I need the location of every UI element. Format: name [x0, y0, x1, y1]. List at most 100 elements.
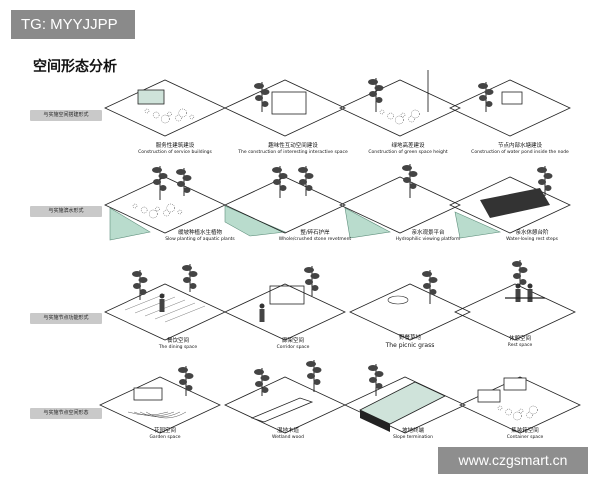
tree-dining-2-canopy — [189, 283, 197, 289]
shrub-aquatic — [155, 206, 160, 212]
tree-platform-canopy — [409, 183, 417, 189]
shrub-green — [395, 115, 404, 125]
tree-dining-1-canopy — [138, 277, 148, 283]
tree-aquatic-2-canopy — [176, 169, 186, 175]
watermark-tag: TG: MYYJJPP — [11, 10, 135, 39]
tree-stone-1-canopy — [273, 179, 281, 185]
tree-dining-1-canopy — [132, 271, 142, 277]
shrub-container — [518, 408, 524, 414]
rester-1-head — [515, 283, 521, 289]
shrub-service — [152, 111, 160, 119]
diner-body — [159, 299, 165, 312]
tree-aquatic-2-canopy — [177, 181, 185, 187]
tree-green-1-canopy — [368, 79, 378, 85]
tree-interactive-canopy — [254, 83, 264, 89]
tree-wetland-1-canopy — [254, 369, 264, 375]
tree-steps-canopy — [543, 173, 553, 179]
tree-garden-canopy — [184, 373, 194, 379]
tree-picnic-canopy — [429, 289, 437, 295]
tree-picnic-canopy — [428, 277, 438, 283]
shrub-aquatic — [132, 203, 138, 209]
shrub-green — [411, 109, 420, 119]
tree-slope-canopy — [369, 377, 377, 383]
shrub-aquatic — [149, 209, 158, 219]
tree-dining-2-canopy — [183, 277, 191, 283]
tree-stone-2-canopy — [305, 185, 313, 191]
dining-grid — [164, 305, 206, 323]
plate-service-buildings — [104, 79, 226, 137]
shrub-service — [175, 114, 182, 122]
water-platform — [344, 207, 391, 239]
tree-pond-canopy — [479, 95, 487, 101]
tree-pond-canopy — [485, 101, 493, 107]
row-label-3: 与实施节点功能形式 — [30, 313, 102, 324]
plate-water-pond — [449, 79, 571, 137]
tree-rest-canopy — [519, 279, 527, 285]
tree-wetland-1-canopy — [261, 387, 269, 393]
tree-rest-canopy — [512, 261, 522, 267]
tree-wetland-2-canopy — [312, 367, 322, 373]
shrub-service — [161, 114, 170, 124]
rester-2-body — [527, 289, 533, 302]
tree-corridor-canopy — [310, 273, 320, 279]
water-aquatic — [109, 207, 151, 241]
plate-picnic — [349, 283, 471, 341]
tree-rest-canopy — [518, 267, 528, 273]
tree-platform-canopy — [403, 177, 411, 183]
tree-platform-canopy — [408, 171, 418, 177]
tree-steps-canopy — [538, 179, 546, 185]
plate-rest — [454, 283, 576, 341]
tree-garden-canopy — [185, 385, 193, 391]
shrub-green — [379, 109, 385, 115]
tree-dining-2-canopy — [182, 265, 192, 271]
shrub-container — [505, 408, 512, 416]
page-title: 空间形态分析 — [33, 59, 117, 75]
walker-head — [259, 303, 265, 309]
dining-grid — [134, 296, 176, 314]
tree-corridor-canopy — [305, 279, 313, 285]
tree-aquatic-1-canopy — [158, 173, 168, 179]
plate-steps — [449, 176, 571, 234]
garden-contour — [127, 411, 169, 416]
watermark-url: www.czgsmart.cn — [438, 447, 588, 474]
shrub-aquatic — [163, 209, 170, 217]
tree-interactive-canopy — [255, 95, 263, 101]
tree-aquatic-1-canopy — [152, 167, 162, 173]
tree-wetland-2-canopy — [306, 361, 316, 367]
tree-aquatic-2-canopy — [183, 187, 191, 193]
slope-edge — [360, 410, 390, 432]
plate-garden — [99, 376, 221, 434]
plate-container — [459, 376, 581, 434]
walker-body — [259, 309, 265, 322]
interactive-pavilion — [271, 91, 307, 115]
tree-wetland-2-canopy — [307, 373, 315, 379]
tree-green-1-canopy — [369, 91, 377, 97]
plate-dining — [104, 283, 226, 341]
garden-contour — [145, 411, 187, 419]
shrub-aquatic — [166, 203, 175, 213]
plate-corridor — [224, 283, 346, 341]
tree-corridor-canopy — [311, 285, 319, 291]
tree-aquatic-1-canopy — [153, 179, 161, 185]
boardwalk — [250, 397, 314, 423]
tree-stone-1-canopy — [279, 185, 287, 191]
tree-steps-canopy — [537, 167, 547, 173]
shrub-service — [144, 108, 150, 114]
diner-head — [159, 293, 165, 299]
tree-stone-2-canopy — [304, 173, 314, 179]
tree-green-1-canopy — [375, 97, 383, 103]
tree-slope-canopy — [368, 365, 378, 371]
container-1 — [477, 389, 501, 403]
shrub-aquatic — [177, 209, 183, 215]
dining-grid — [144, 299, 186, 317]
